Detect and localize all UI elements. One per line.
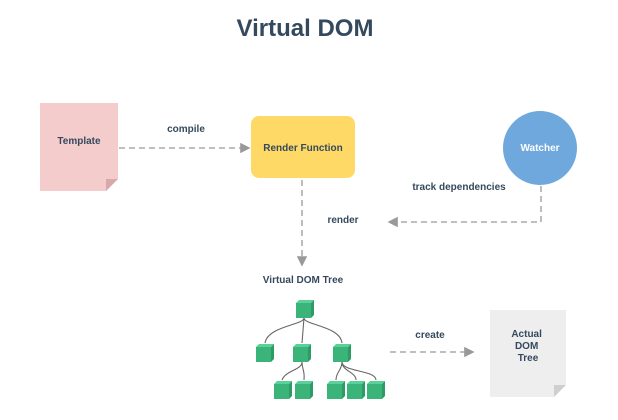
actual-dom-tree-line: Actual (511, 329, 542, 340)
tree-root-cube (296, 300, 314, 318)
watcher-label: Watcher (520, 143, 559, 154)
actual-dom-tree-line: Tree (518, 353, 539, 364)
watcher-circle (503, 111, 577, 185)
tree-leaf-cube (367, 381, 385, 399)
template-node: Template (40, 103, 118, 191)
tree-branch (281, 361, 303, 381)
create-label: create (415, 330, 445, 341)
template-shape (40, 103, 118, 191)
render-label: render (327, 215, 358, 226)
render-function-box (251, 116, 355, 178)
tree-connectors (264, 317, 377, 381)
tree-leaf-cube (347, 381, 365, 399)
tree-branch (341, 361, 377, 381)
track-dependencies-label: track dependencies (412, 182, 506, 193)
tree-leaf-cube (327, 381, 345, 399)
tree-node-cube (256, 344, 274, 362)
tree-branch (301, 361, 305, 381)
track-dependencies-edge: track dependencies render (327, 182, 542, 228)
actual-dom-tree-fold (554, 385, 566, 397)
render-function-node: Render Function (251, 116, 355, 178)
compile-label: compile (167, 124, 205, 135)
create-edge: create (390, 330, 475, 358)
tree-node-cube (333, 344, 351, 362)
tree-branch (264, 317, 305, 344)
template-fold (106, 179, 118, 191)
actual-dom-tree-line: DOM (515, 341, 538, 352)
actual-dom-tree-label: Actual DOM Tree (511, 329, 544, 364)
track-dependencies-arrow (387, 186, 542, 228)
tree-branch (301, 317, 305, 344)
tree-branch (303, 317, 343, 344)
watcher-node: Watcher (503, 111, 577, 185)
render-function-label: Render Function (263, 143, 342, 154)
actual-dom-tree-shape (490, 310, 566, 397)
compile-edge: compile (119, 124, 251, 154)
tree-branch (341, 361, 357, 381)
tree-node-cube (293, 344, 311, 362)
virtual-dom-tree-label: Virtual DOM Tree (263, 275, 344, 286)
tree-leaf-cube (295, 381, 313, 399)
tree-leaf-cube (274, 381, 292, 399)
diagram-title: Virtual DOM (237, 15, 374, 42)
template-label: Template (57, 136, 101, 147)
tree-branch (335, 361, 343, 381)
actual-dom-tree-node: Actual DOM Tree (490, 310, 566, 397)
